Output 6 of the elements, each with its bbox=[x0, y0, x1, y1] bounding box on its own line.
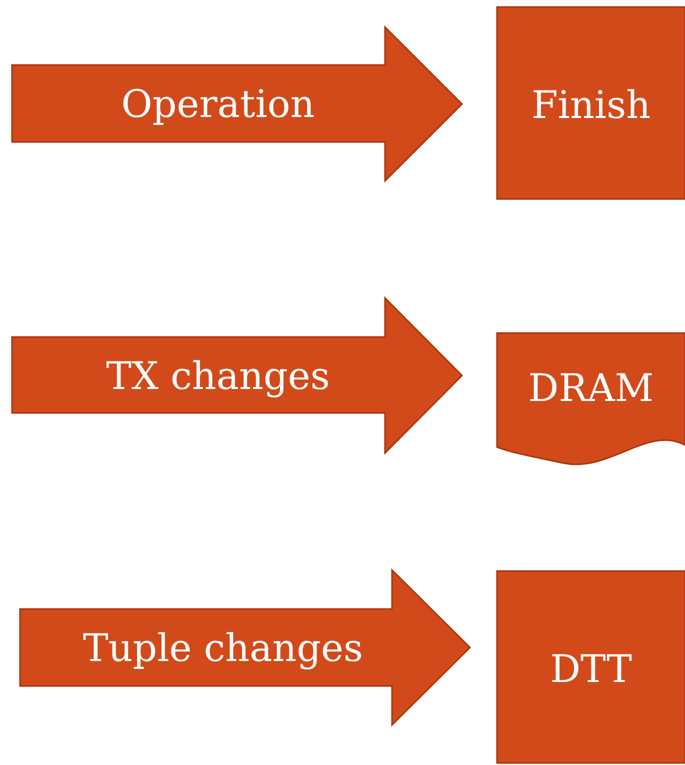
node-label: TX changes bbox=[106, 354, 330, 398]
node-label: Finish bbox=[531, 83, 651, 127]
node-label: DRAM bbox=[528, 366, 654, 410]
node-label: DTT bbox=[550, 647, 632, 691]
node-label: Operation bbox=[121, 82, 315, 126]
node-label: Tuple changes bbox=[82, 626, 364, 670]
